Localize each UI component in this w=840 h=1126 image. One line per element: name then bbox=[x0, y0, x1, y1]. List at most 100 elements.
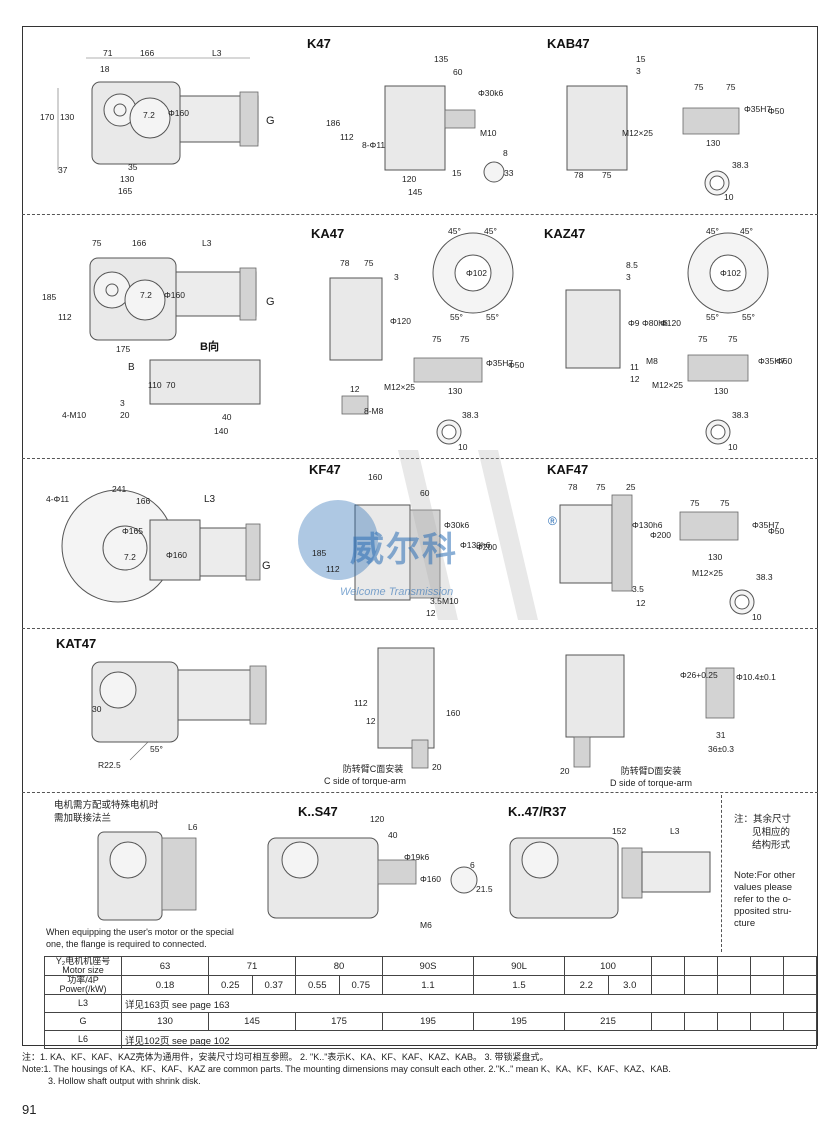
empty-cell bbox=[750, 975, 784, 995]
power-cell: 1.1 bbox=[382, 975, 474, 995]
b-label: B bbox=[128, 362, 135, 373]
dim: L3 bbox=[202, 238, 212, 248]
dim: 75 bbox=[728, 334, 738, 344]
dim: 7.2 bbox=[124, 552, 136, 562]
section-divider bbox=[22, 792, 818, 793]
dim: 15 bbox=[636, 54, 646, 64]
section-divider bbox=[22, 214, 818, 215]
flange-note-en-1: When equipping the user's motor or the s… bbox=[46, 927, 234, 937]
dim: 130 bbox=[708, 552, 723, 562]
dim: 130 bbox=[120, 174, 135, 184]
dim: L3 bbox=[212, 48, 222, 58]
side-note-cn-1: 注：其余尺寸 bbox=[734, 814, 792, 825]
motor-cell: 63 bbox=[121, 956, 209, 976]
dim: 152 bbox=[612, 826, 627, 836]
flange-note-en-2: one, the flange is required to connected… bbox=[46, 939, 207, 949]
dim: 6 bbox=[470, 860, 475, 870]
c-side-caption-en: C side of torque-arm bbox=[323, 776, 407, 786]
dim: 186 bbox=[326, 118, 341, 128]
dim: 12 bbox=[630, 374, 640, 384]
empty-cell bbox=[651, 1012, 685, 1031]
watermark-logo bbox=[298, 450, 538, 620]
dim: Φ35H7 bbox=[758, 356, 786, 366]
dim: 112 bbox=[340, 132, 354, 142]
dim: 55° bbox=[486, 312, 499, 322]
dim: 7.2 bbox=[140, 290, 152, 300]
dim: Φ160 bbox=[168, 108, 189, 118]
dim: 10 bbox=[728, 442, 738, 452]
dim: 75 bbox=[698, 334, 708, 344]
kat47-drawing bbox=[91, 647, 735, 769]
dim: 38.3 bbox=[756, 572, 773, 582]
dim: M10 bbox=[480, 128, 497, 138]
side-note-en-4: pposited stru- bbox=[734, 906, 792, 917]
dim: 166 bbox=[140, 48, 155, 58]
g-cell: 215 bbox=[564, 1012, 652, 1031]
dim: 165 bbox=[118, 186, 133, 196]
note-cn: 注：1. KA、KF、KAF、KAZ壳体为通用件，安装尺寸均可相互参照。 2. … bbox=[22, 1052, 549, 1062]
motor-cell: 100 bbox=[564, 956, 652, 976]
power-cell: 0.55 bbox=[295, 975, 340, 995]
dim: 78 bbox=[568, 482, 578, 492]
side-note-cn-2: 见相应的 bbox=[752, 827, 791, 838]
dim: 75 bbox=[602, 170, 612, 180]
dim: 8-M8 bbox=[364, 406, 384, 416]
dim: 185 bbox=[312, 548, 327, 558]
empty-cell bbox=[750, 1012, 784, 1031]
g-cell: 175 bbox=[295, 1012, 383, 1031]
dim: 70 bbox=[166, 380, 176, 390]
dim: 60 bbox=[453, 67, 463, 77]
note-en-2: 3. Hollow shaft output with shrink disk. bbox=[48, 1076, 201, 1086]
dim: 35 bbox=[128, 162, 138, 172]
dim: Φ50 bbox=[768, 526, 785, 536]
side-note-en-2: values please bbox=[734, 882, 793, 893]
dim: Φ120 bbox=[390, 316, 411, 326]
dim: 8-Φ11 bbox=[362, 140, 386, 150]
dim: Φ160 bbox=[164, 290, 185, 300]
d-side-caption-en: D side of torque-arm bbox=[609, 778, 693, 788]
dim: Φ120 bbox=[660, 318, 681, 328]
dim: 3.5 bbox=[632, 584, 644, 594]
title-kat47: KAT47 bbox=[56, 636, 97, 651]
dim: 75 bbox=[364, 258, 374, 268]
dim: Φ200 bbox=[476, 542, 497, 552]
section-divider bbox=[22, 628, 818, 629]
table-row: G 130 145 175 195 195 215 bbox=[44, 1012, 817, 1031]
dim: 20 bbox=[432, 762, 442, 772]
dim: 3 bbox=[626, 272, 631, 282]
empty-cell bbox=[783, 1012, 817, 1031]
title-kf47: KF47 bbox=[309, 462, 341, 477]
dim: Φ19k6 bbox=[404, 852, 430, 862]
dim: 135 bbox=[434, 54, 449, 64]
ks47-drawing bbox=[97, 831, 711, 921]
empty-cell bbox=[684, 956, 718, 976]
empty-cell bbox=[783, 956, 817, 976]
dim: Φ60 bbox=[776, 356, 793, 366]
dim: 75 bbox=[694, 82, 704, 92]
dim: 25 bbox=[626, 482, 636, 492]
dim: 3 bbox=[120, 398, 125, 408]
dim: L6 bbox=[188, 822, 198, 832]
dim: 11 bbox=[630, 362, 639, 372]
cell-text: Motor size bbox=[62, 965, 104, 975]
dim: L3 bbox=[670, 826, 680, 836]
flange-note-cn-1: 电机需方配或特殊电机时 bbox=[54, 800, 159, 811]
power-cell: 0.18 bbox=[121, 975, 209, 995]
dim: Φ50 bbox=[508, 360, 525, 370]
dim: Φ165 bbox=[122, 526, 143, 536]
dim: 7.2 bbox=[143, 110, 155, 120]
dim: 36±0.3 bbox=[708, 744, 734, 754]
title-ka47: KA47 bbox=[311, 226, 345, 241]
dim: 20 bbox=[120, 410, 130, 420]
dim: 55° bbox=[742, 312, 755, 322]
dim: 120 bbox=[370, 814, 385, 824]
dim: Φ130h6 bbox=[460, 540, 491, 550]
dim: 71 bbox=[103, 48, 113, 58]
dim: 38.3 bbox=[732, 160, 749, 170]
d-side-caption-cn: 防转臂D面安装 bbox=[620, 766, 682, 776]
dim: 75 bbox=[432, 334, 442, 344]
dim: Φ30k6 bbox=[444, 520, 470, 530]
dim: 21.5 bbox=[476, 884, 493, 894]
page-number: 91 bbox=[22, 1102, 37, 1117]
